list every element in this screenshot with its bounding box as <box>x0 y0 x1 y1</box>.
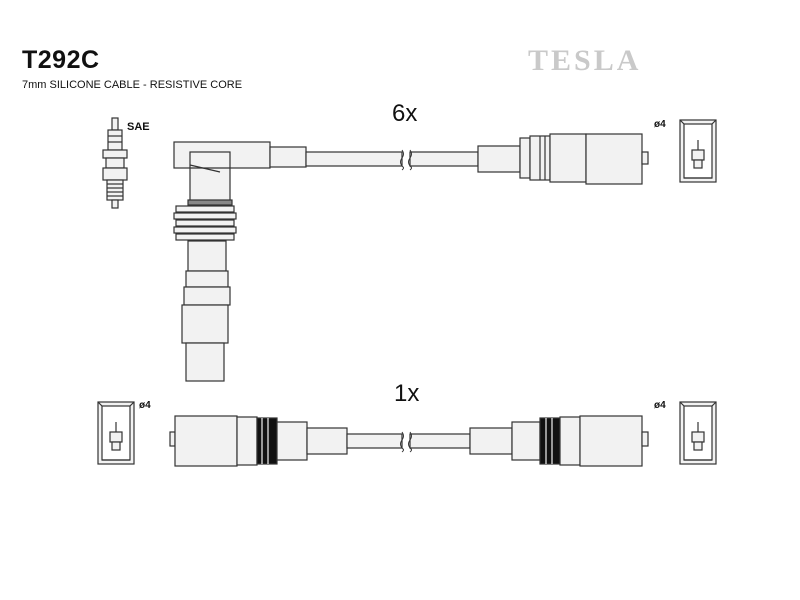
part-number: T292C <box>22 46 100 74</box>
coil-connector-bottom-right <box>469 415 649 467</box>
cable-break-marks <box>400 149 412 453</box>
terminal-icon-top-right <box>679 119 717 183</box>
quantity-bottom-label: 1x <box>394 380 420 407</box>
spark-plug-icon <box>102 117 128 209</box>
brand-logo: TESLA <box>528 44 642 77</box>
spark-plug-standard-label: SAE <box>127 121 150 133</box>
quantity-top-label: 6x <box>392 100 418 127</box>
terminal-diameter-label-bottom-right: ø4 <box>654 400 666 411</box>
spark-plug-boot-connector <box>173 141 307 382</box>
top-cable <box>305 151 479 167</box>
terminal-diameter-label-top-right: ø4 <box>654 119 666 130</box>
terminal-icon-bottom-right <box>679 401 717 465</box>
terminal-icon-bottom-left <box>97 401 135 465</box>
terminal-diameter-label-bottom-left: ø4 <box>139 400 151 411</box>
coil-connector-bottom-left <box>169 415 348 467</box>
cable-description: 7mm SILICONE CABLE - RESISTIVE CORE <box>22 79 243 91</box>
coil-connector-top <box>477 133 649 185</box>
